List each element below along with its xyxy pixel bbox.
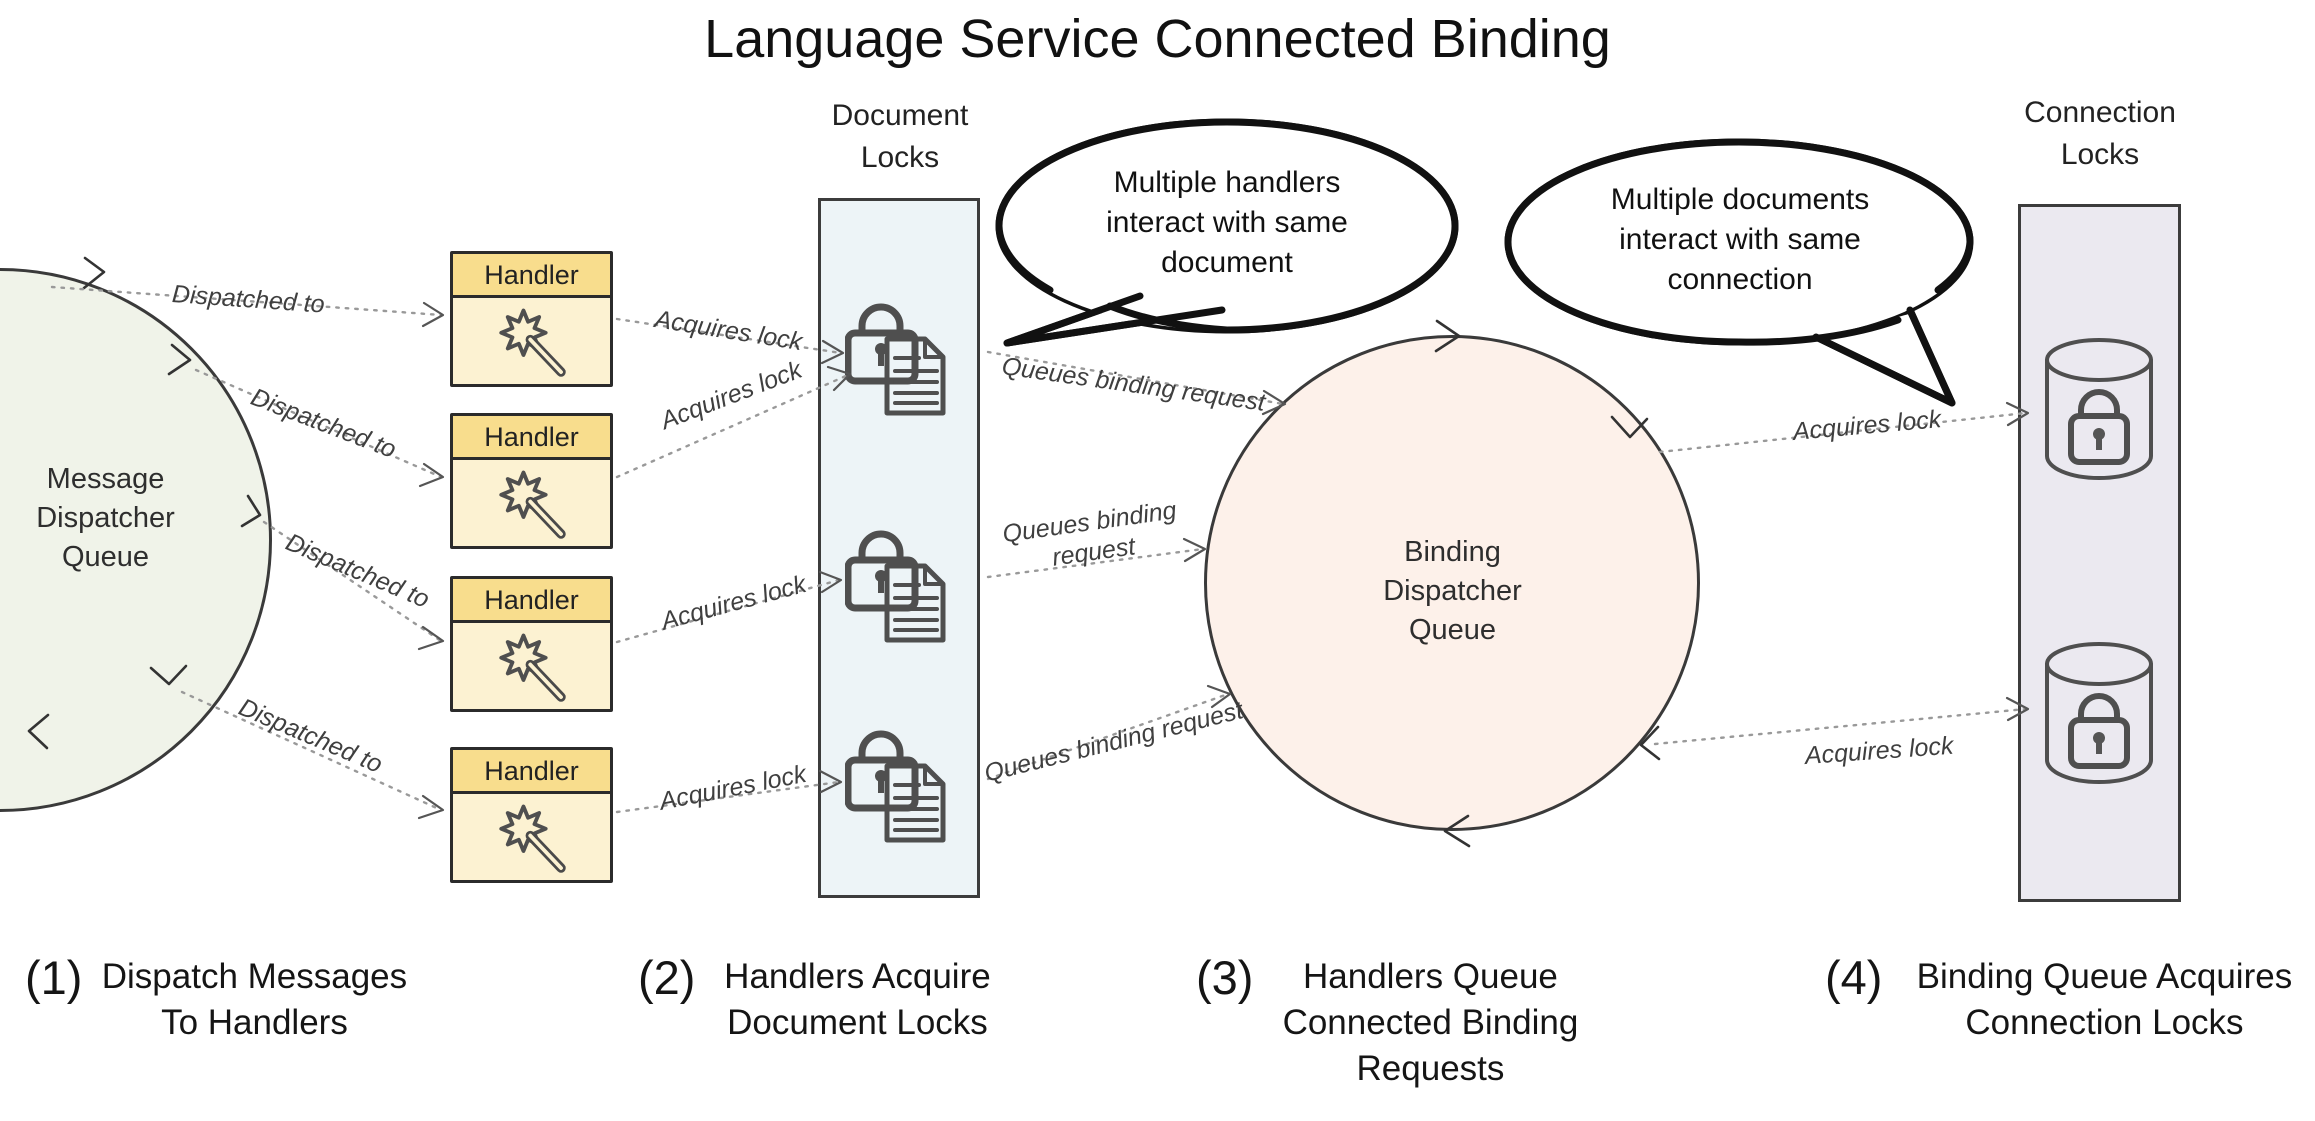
magic-wand-icon (489, 464, 575, 546)
step-number: (1) (25, 951, 83, 1004)
step-number: (3) (1196, 951, 1254, 1004)
connection-locks-column (2018, 204, 2181, 902)
step-text: Handlers Acquire Document Locks (724, 957, 991, 1042)
step-label-1: (1) Dispatch Messages To Handlers (25, 952, 414, 1046)
callout-handlers-text: Multiple handlers interact with same doc… (1106, 166, 1348, 279)
database-lock-icon (2043, 640, 2155, 798)
lock-document-icon (845, 285, 955, 417)
step-text: Binding Queue Acquires Connection Locks (1916, 957, 2293, 1042)
handler-title: Handler (453, 254, 610, 298)
callout-documents-text: Multiple documents interact with same co… (1610, 183, 1870, 296)
step-text: Dispatch Messages To Handlers (101, 957, 408, 1042)
handler-box-3: Handler (450, 576, 613, 712)
step-text: Handlers Queue Connected Binding Request… (1282, 957, 1579, 1088)
magic-wand-icon (489, 302, 575, 384)
handler-box-1: Handler (450, 251, 613, 387)
message-dispatcher-queue-label: Message Dispatcher Queue (36, 463, 175, 573)
step-number: (2) (638, 951, 696, 1004)
database-lock-icon (2043, 336, 2155, 494)
handler-title: Handler (453, 750, 610, 794)
lock-document-icon (845, 712, 955, 844)
handler-box-4: Handler (450, 747, 613, 883)
callout-handlers-bubble (995, 118, 1459, 347)
binding-dispatcher-queue-label: Binding Dispatcher Queue (1383, 536, 1522, 646)
step-number: (4) (1825, 951, 1883, 1004)
callout-documents-bubble (1504, 138, 1974, 407)
step-label-3: (3) Handlers Queue Connected Binding Req… (1196, 952, 1595, 1092)
lock-document-icon (845, 512, 955, 644)
handler-title: Handler (453, 416, 610, 460)
binding-dispatcher-queue-node (1204, 335, 1700, 831)
step-label-4: (4) Binding Queue Acquires Connection Lo… (1825, 952, 2314, 1046)
step-label-2: (2) Handlers Acquire Document Locks (638, 952, 1007, 1046)
document-locks-label: Document Locks (831, 99, 969, 174)
magic-wand-icon (489, 627, 575, 709)
handler-box-2: Handler (450, 413, 613, 549)
page-title: Language Service Connected Binding (704, 9, 1611, 69)
handler-title: Handler (453, 579, 610, 623)
connection-locks-label: Connection Locks (2024, 96, 2176, 171)
magic-wand-icon (489, 798, 575, 880)
